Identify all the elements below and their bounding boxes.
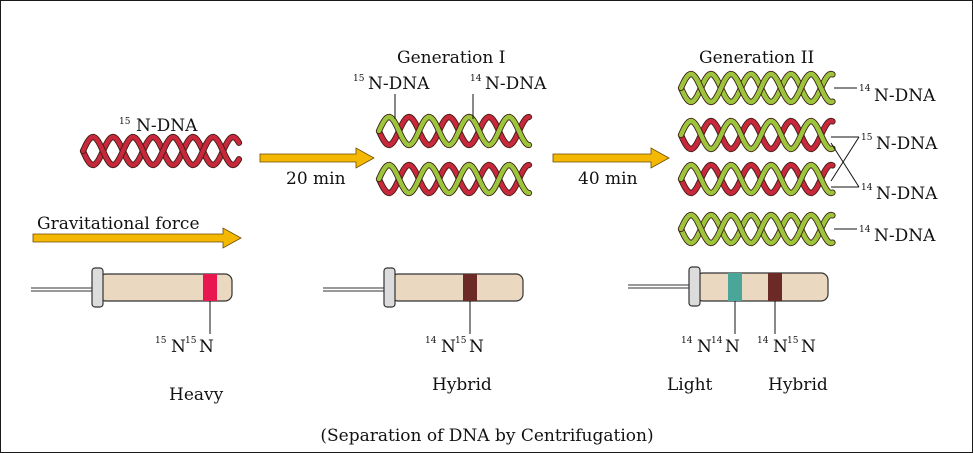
- hybrid-label-gen1: Hybrid: [432, 375, 492, 395]
- hybrid-label-gen2: Hybrid: [768, 375, 828, 395]
- time-40-min: 40 min: [578, 169, 638, 189]
- figure-caption: (Separation of DNA by Centrifugation): [320, 426, 653, 446]
- parent-sup-15: 15: [119, 117, 131, 127]
- arrow-20-min: [259, 147, 375, 169]
- tube3-hybrid-n-b: N: [801, 337, 816, 357]
- time-20-min: 20 min: [286, 169, 346, 189]
- gen2-hybrid-dna-helix-1: [677, 117, 836, 153]
- gen1-light-strand-label: N-DNA: [485, 74, 547, 94]
- tube2-sup-15: 15: [455, 336, 467, 346]
- centrifuge-tube-gen1: [323, 267, 524, 308]
- band-heavy: [203, 274, 217, 301]
- tube3-hybrid-n-a: N: [773, 337, 788, 357]
- band-hybrid-gen2: [768, 273, 782, 301]
- gen1-hybrid-dna-helix-1: [375, 113, 533, 149]
- light-label: Light: [667, 375, 713, 395]
- gen1-sup-14: 14: [470, 74, 482, 84]
- gen2-label-heavy: N-DNA: [876, 134, 938, 154]
- centrifuge-tube-heavy: [31, 267, 233, 308]
- gen2-sup-14-c: 14: [859, 225, 871, 235]
- tube1-n-a: N: [171, 337, 186, 357]
- gen2-sup-14-a: 14: [859, 84, 871, 94]
- band-light: [728, 273, 742, 301]
- parent-heavy-dna-helix: [79, 133, 243, 169]
- gen2-leader-3a: [830, 142, 860, 188]
- gen2-label-light-1: N-DNA: [874, 86, 936, 106]
- gen2-light-dna-helix-2: [677, 211, 836, 247]
- tube3-hybrid-sup-14: 14: [757, 336, 769, 346]
- heavy-label: Heavy: [169, 385, 224, 405]
- gen2-sup-14-b: 14: [861, 183, 873, 193]
- tube3-hybrid-sup-15: 15: [787, 336, 799, 346]
- tube1-sup-15a: 15: [155, 336, 167, 346]
- gravitational-force-arrow: [32, 227, 242, 249]
- tube3-light-sup-14b: 14: [711, 336, 723, 346]
- tube2-n-a: N: [441, 337, 456, 357]
- tube2-sup-14: 14: [425, 336, 437, 346]
- tube3-light-n-a: N: [697, 337, 712, 357]
- band-hybrid-gen1: [463, 274, 477, 301]
- gen2-leader-2b: [830, 136, 860, 182]
- parent-ndna-label: N-DNA: [136, 116, 198, 136]
- tube3-light-sup-14a: 14: [681, 336, 693, 346]
- tube2-n-b: N: [469, 337, 484, 357]
- gen1-heavy-strand-label: N-DNA: [368, 74, 430, 94]
- tube1-n-b: N: [199, 337, 214, 357]
- gravitational-force-label: Gravitational force: [37, 214, 200, 234]
- gen2-sup-15: 15: [861, 133, 873, 143]
- gen2-label-light-2: N-DNA: [876, 184, 938, 204]
- gen1-hybrid-dna-helix-2: [375, 161, 533, 197]
- arrow-40-min: [552, 147, 670, 169]
- tube1-sup-15b: 15: [185, 336, 197, 346]
- gen1-title: Generation I: [397, 48, 505, 68]
- gen1-sup-15: 15: [353, 74, 365, 84]
- tube3-light-n-b: N: [725, 337, 740, 357]
- gen2-label-light-3: N-DNA: [874, 226, 936, 246]
- gen2-hybrid-dna-helix-2: [677, 161, 836, 197]
- centrifuge-tube-gen2: [628, 266, 829, 307]
- gen2-title: Generation II: [699, 48, 814, 68]
- gen2-light-dna-helix-1: [677, 70, 836, 106]
